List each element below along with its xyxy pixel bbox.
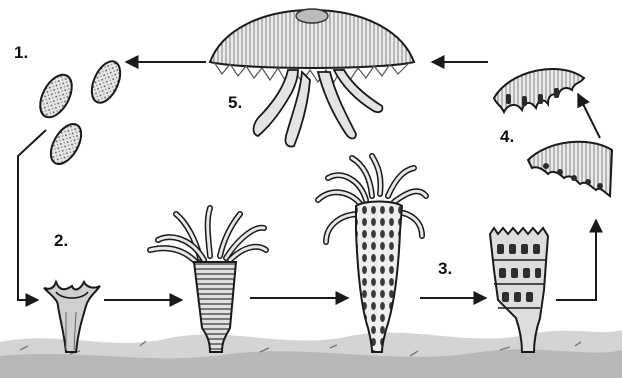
- polyp-illustration: [150, 208, 266, 352]
- stage-label-3: 3.: [438, 260, 452, 277]
- planula-larvae-illustration: [34, 57, 126, 169]
- stage-label-5: 5.: [228, 94, 242, 111]
- adult-medusa-illustration: [210, 9, 414, 147]
- stage-label-1: 1.: [14, 44, 28, 61]
- arrow-ephyra-to-ephyra: [578, 94, 600, 138]
- stage-label-4: 4.: [500, 128, 514, 145]
- arrow-strobila-to-ephyra: [556, 220, 596, 300]
- early-strobila-illustration: [318, 156, 426, 352]
- stage-label-2: 2.: [54, 232, 68, 249]
- arrow-larvae-to-polyp: [18, 130, 46, 300]
